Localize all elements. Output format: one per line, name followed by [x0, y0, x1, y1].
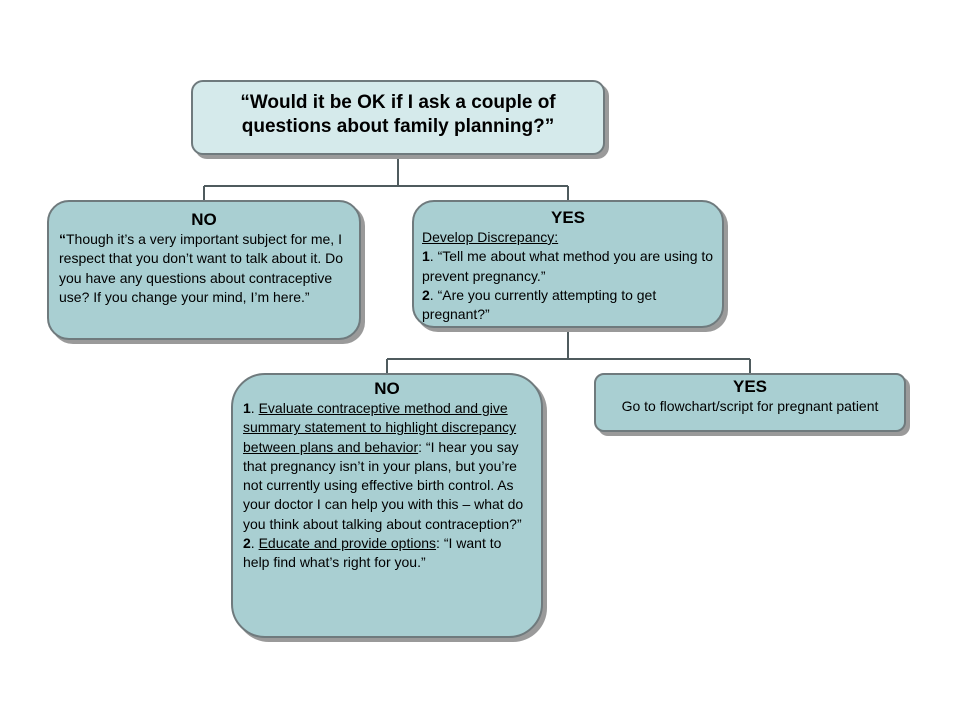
yes-branch-item-1-num: 1 [422, 248, 430, 265]
yes-no-item-1-underlined: Evaluate contraceptive method and give s… [243, 400, 517, 455]
yes-no-branch-text: 1. Evaluate contraceptive method and giv… [243, 399, 531, 573]
yes-no-item-1-sep: . [250, 400, 259, 416]
root-question-node: “Would it be OK if I ask a couple of que… [191, 80, 605, 155]
yes-no-item-2-text: : “I want to help find what’s right for … [243, 535, 502, 571]
no-branch-text: “Though it’s a very important subject fo… [59, 230, 349, 307]
yes-branch-item-1-text: . “Tell me about what method you are usi… [422, 248, 714, 284]
yes-branch-subtitle: Develop Discrepancy: [422, 229, 559, 245]
yes-no-branch-item-1: 1. Evaluate contraceptive method and giv… [243, 399, 531, 534]
yes-no-branch-title: NO [374, 379, 400, 398]
yes-no-branch-node: NO 1. Evaluate contraceptive method and … [231, 373, 543, 638]
yes-branch-text: Develop Discrepancy: 1. “Tell me about w… [422, 228, 714, 324]
yes-branch-title: YES [550, 208, 586, 227]
yes-yes-branch-text: Go to flowchart/script for pregnant pati… [621, 398, 879, 414]
yes-no-item-1-text: : “I hear you say that pregnancy isn’t i… [243, 438, 524, 532]
yes-branch-item-2-num: 2 [422, 286, 430, 303]
yes-no-item-1-num: 1 [243, 400, 251, 416]
no-branch-body: Though it’s a very important subject for… [59, 231, 344, 305]
yes-branch-node: YES Develop Discrepancy: 1. “Tell me abo… [412, 200, 724, 328]
yes-branch-item-1: 1. “Tell me about what method you are us… [422, 247, 714, 286]
yes-no-item-2-sep: . [250, 535, 259, 552]
root-question-text: “Would it be OK if I ask a couple of que… [240, 92, 556, 137]
yes-yes-branch-title: YES [732, 377, 768, 396]
yes-yes-branch-node: YES Go to flowchart/script for pregnant … [594, 373, 906, 432]
no-branch-quote-mark: “ [59, 231, 66, 247]
yes-branch-item-2-text: . “Are you currently attempting to get p… [422, 286, 657, 323]
yes-no-item-2-num: 2 [243, 535, 251, 552]
no-branch-node: NO “Though it’s a very important subject… [47, 200, 361, 340]
yes-no-item-2-underlined: Educate and provide options [258, 535, 437, 552]
no-branch-title: NO [191, 210, 217, 229]
yes-no-branch-item-2: 2. Educate and provide options: “I want … [243, 534, 531, 573]
yes-branch-item-2: 2. “Are you currently attempting to get … [422, 286, 714, 325]
